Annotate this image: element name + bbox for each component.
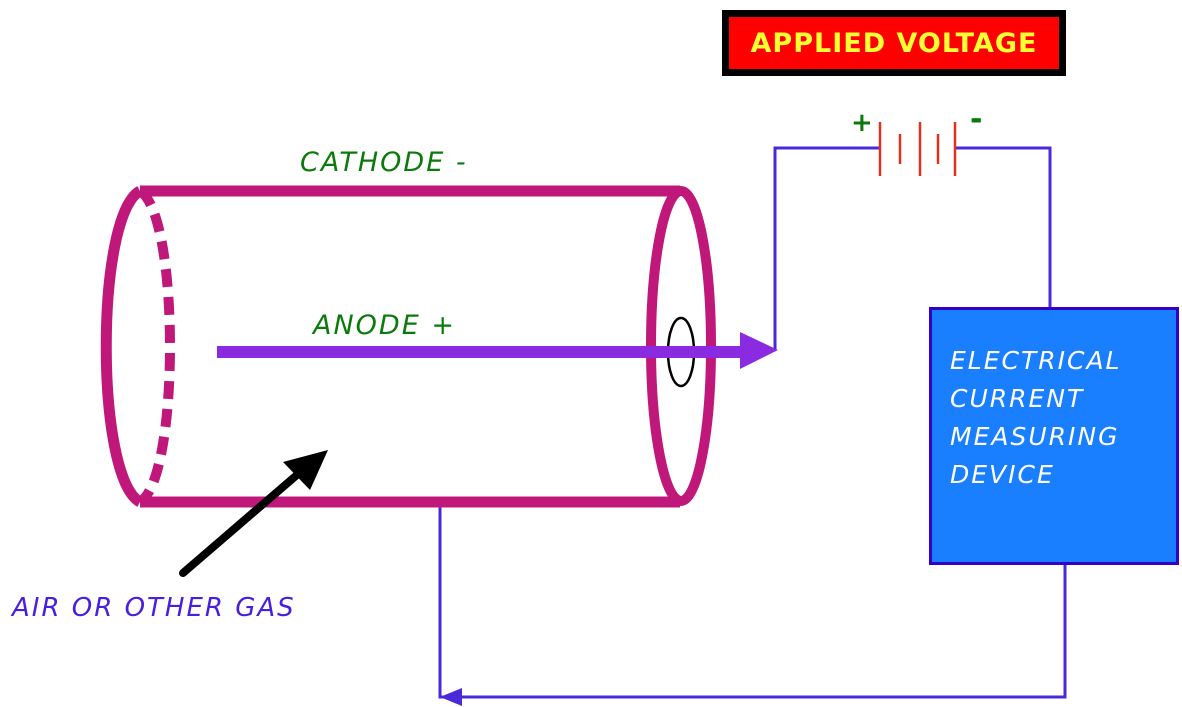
- wire-top-left: [773, 146, 880, 350]
- anode-arrowhead: [740, 332, 778, 369]
- current-measuring-device: ELECTRICAL CURRENT MEASURING DEVICE: [929, 307, 1179, 565]
- tube-left-back-edge: [100, 186, 144, 507]
- battery-minus-label: -: [970, 102, 985, 137]
- tube-left-hidden-edge: [136, 186, 175, 507]
- applied-voltage-box: APPLIED VOLTAGE: [722, 10, 1066, 76]
- device-label-line-1: ELECTRICAL: [950, 346, 1122, 375]
- device-label-line-4: DEVICE: [950, 460, 1055, 489]
- circuit-wires: [438, 146, 1067, 699]
- current-flow-arrowhead: [440, 688, 462, 706]
- device-label-line-3: MEASURING: [950, 422, 1120, 451]
- gas-label: AIR OR OTHER GAS: [12, 593, 296, 623]
- gas-pointer-arrow: [179, 450, 328, 577]
- wire-bottom: [438, 505, 1067, 699]
- applied-voltage-label: APPLIED VOLTAGE: [750, 27, 1038, 59]
- battery-symbol: [878, 122, 957, 176]
- wire-top-right: [955, 146, 1052, 308]
- device-label-line-2: CURRENT: [950, 384, 1085, 413]
- anode-label: ANODE +: [313, 310, 456, 341]
- cathode-label: CATHODE -: [300, 147, 468, 178]
- battery-plus-label: +: [851, 108, 875, 138]
